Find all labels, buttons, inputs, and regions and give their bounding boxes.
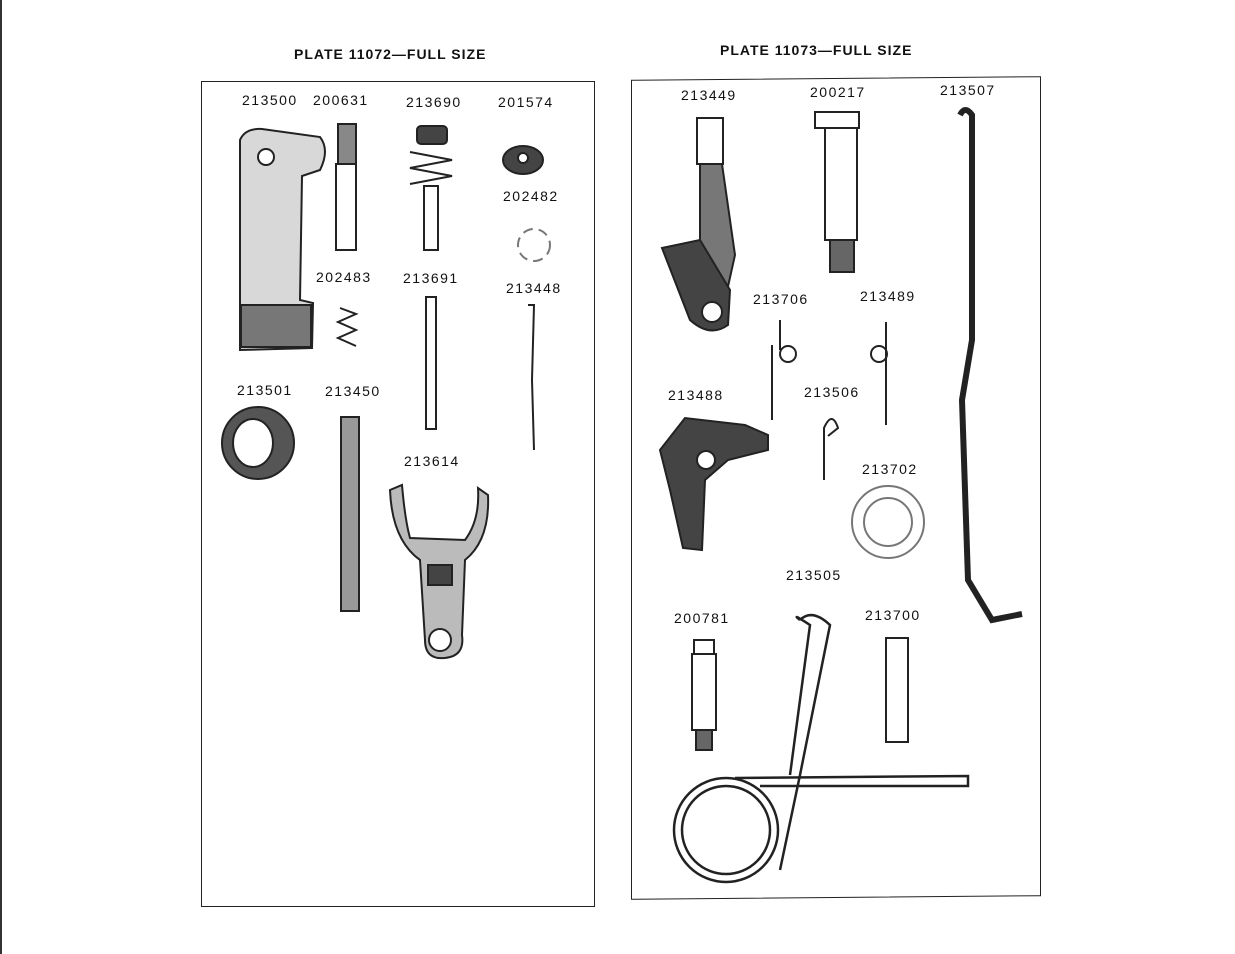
wire-213448-illustration bbox=[528, 304, 536, 451]
rod-213450-illustration bbox=[340, 416, 360, 612]
left-plate-title: PLATE 11072—FULL SIZE bbox=[294, 46, 487, 62]
spring-202483-illustration bbox=[335, 307, 359, 347]
part-label: 200781 bbox=[674, 610, 730, 626]
part-label: 213448 bbox=[506, 280, 562, 296]
pin-213700-illustration bbox=[885, 637, 909, 743]
pin-213691-illustration bbox=[425, 296, 437, 430]
part-label: 213489 bbox=[860, 288, 916, 304]
part-label: 200631 bbox=[313, 92, 369, 108]
part-label: 213488 bbox=[668, 387, 724, 403]
bolt-200217-illustration bbox=[814, 111, 860, 273]
page-edge bbox=[0, 0, 2, 954]
part-label: 213450 bbox=[325, 383, 381, 399]
part-label: 213706 bbox=[753, 291, 809, 307]
nut-201574-illustration bbox=[502, 145, 544, 175]
part-label: 213500 bbox=[242, 92, 298, 108]
part-label: 202483 bbox=[316, 269, 372, 285]
left-plate-frame bbox=[201, 81, 595, 907]
part-label: 213507 bbox=[940, 82, 996, 98]
part-label: 213449 bbox=[681, 87, 737, 103]
pin-213506-illustration bbox=[823, 418, 840, 480]
lever-213507-illustration bbox=[957, 107, 1023, 624]
part-label: 213501 bbox=[237, 382, 293, 398]
part-label: 213506 bbox=[804, 384, 860, 400]
part-label: 213690 bbox=[406, 94, 462, 110]
link-213489-illustration bbox=[870, 322, 888, 425]
part-label: 200217 bbox=[810, 84, 866, 100]
spring-213505-illustration bbox=[672, 613, 970, 884]
part-label: 201574 bbox=[498, 94, 554, 110]
part-label: 213691 bbox=[403, 270, 459, 286]
part-label: 213702 bbox=[862, 461, 918, 477]
part-label: 213614 bbox=[404, 453, 460, 469]
part-label: 202482 bbox=[503, 188, 559, 204]
collar-213501-illustration bbox=[221, 406, 295, 480]
screw-200631-illustration bbox=[335, 123, 357, 251]
washer-202482-illustration bbox=[517, 228, 551, 262]
bracket-213500-illustration bbox=[239, 127, 326, 352]
washer-213702-illustration bbox=[851, 485, 925, 559]
arm-213449-illustration bbox=[660, 117, 737, 332]
cam-213488-illustration bbox=[658, 416, 769, 552]
right-plate-title: PLATE 11073—FULL SIZE bbox=[720, 42, 913, 58]
stud-200781-illustration bbox=[691, 639, 717, 751]
part-label: 213505 bbox=[786, 567, 842, 583]
link-213706-illustration bbox=[771, 320, 797, 420]
part-label: 213700 bbox=[865, 607, 921, 623]
thumb-screw-213690-illustration bbox=[409, 125, 453, 251]
fork-213614-illustration bbox=[388, 483, 490, 660]
